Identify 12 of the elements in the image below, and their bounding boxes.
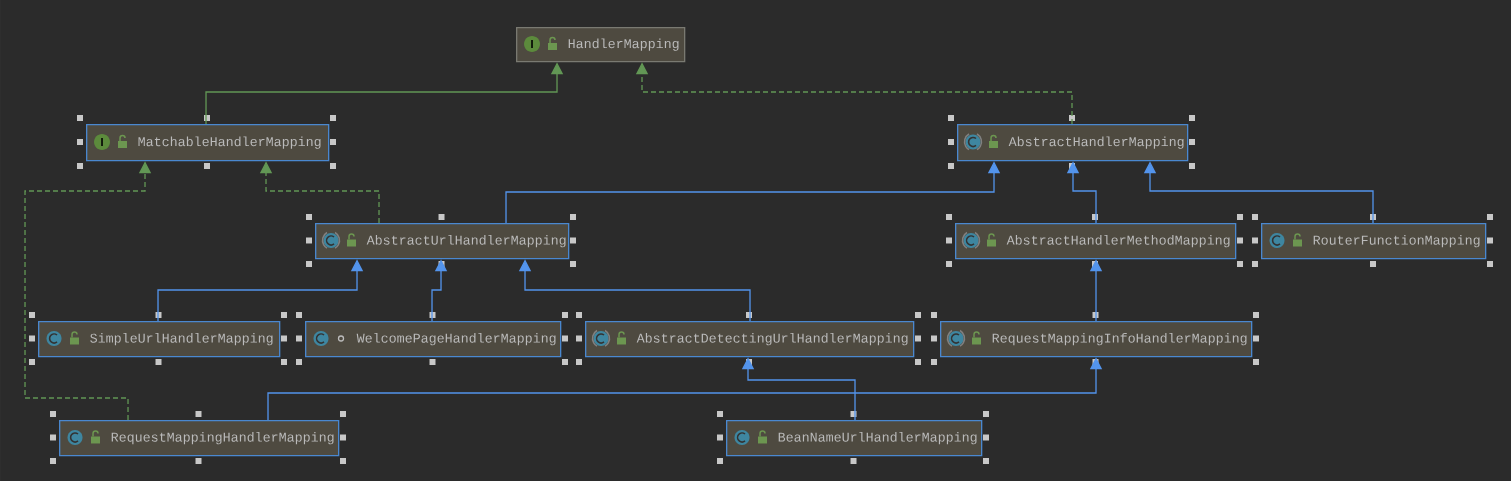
class-box: RouterFunctionMapping: [1261, 223, 1487, 260]
class-box: AbstractHandlerMapping: [957, 124, 1189, 162]
class-box: SimpleUrlHandlerMapping: [38, 321, 281, 358]
class-box: AbstractDetectingUrlHandlerMapping: [585, 321, 915, 358]
class-box: BeanNameUrlHandlerMapping: [726, 420, 983, 457]
class-box: RequestMappingInfoHandlerMapping: [940, 321, 1253, 358]
class-box: RequestMappingHandlerMapping: [59, 420, 340, 457]
class-box: MatchableHandlerMapping: [86, 124, 330, 162]
class-box: HandlerMapping: [516, 27, 686, 63]
class-box: WelcomePageHandlerMapping: [305, 321, 562, 358]
class-box: AbstractHandlerMethodMapping: [955, 223, 1237, 260]
class-box: AbstractUrlHandlerMapping: [315, 223, 570, 260]
